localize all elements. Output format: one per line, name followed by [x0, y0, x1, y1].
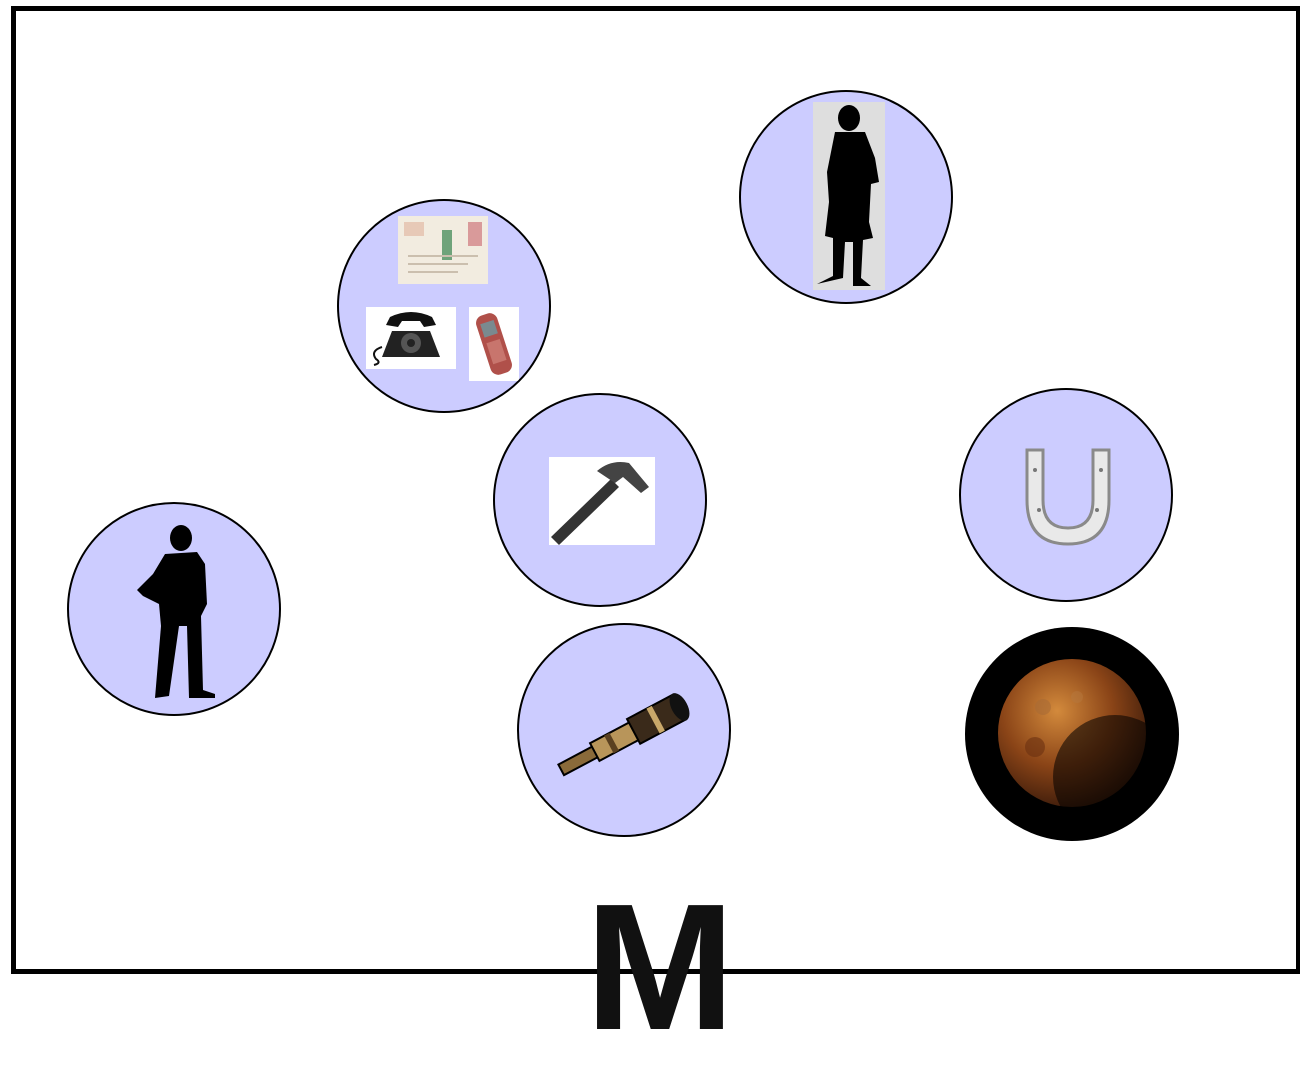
- telescope-node: [517, 623, 731, 837]
- telescope-icon: [547, 691, 707, 781]
- communication-node: [337, 199, 551, 413]
- letter-icon: [398, 216, 488, 284]
- moon-node: [965, 627, 1179, 841]
- lunar-eclipse-icon: [965, 627, 1179, 841]
- mobile-phone-icon: [469, 307, 519, 381]
- man-silhouette-icon: [69, 504, 281, 716]
- hammer-icon: [549, 457, 655, 545]
- woman-silhouette-icon: [813, 102, 885, 290]
- woman-silhouette-node: [739, 90, 953, 304]
- man-silhouette-node: [67, 502, 281, 716]
- hammer-node: [493, 393, 707, 607]
- rotary-telephone-icon: [366, 307, 456, 369]
- caption-letter: M: [585, 878, 735, 1058]
- horseshoe-icon: [1013, 440, 1123, 550]
- horseshoe-node: [959, 388, 1173, 602]
